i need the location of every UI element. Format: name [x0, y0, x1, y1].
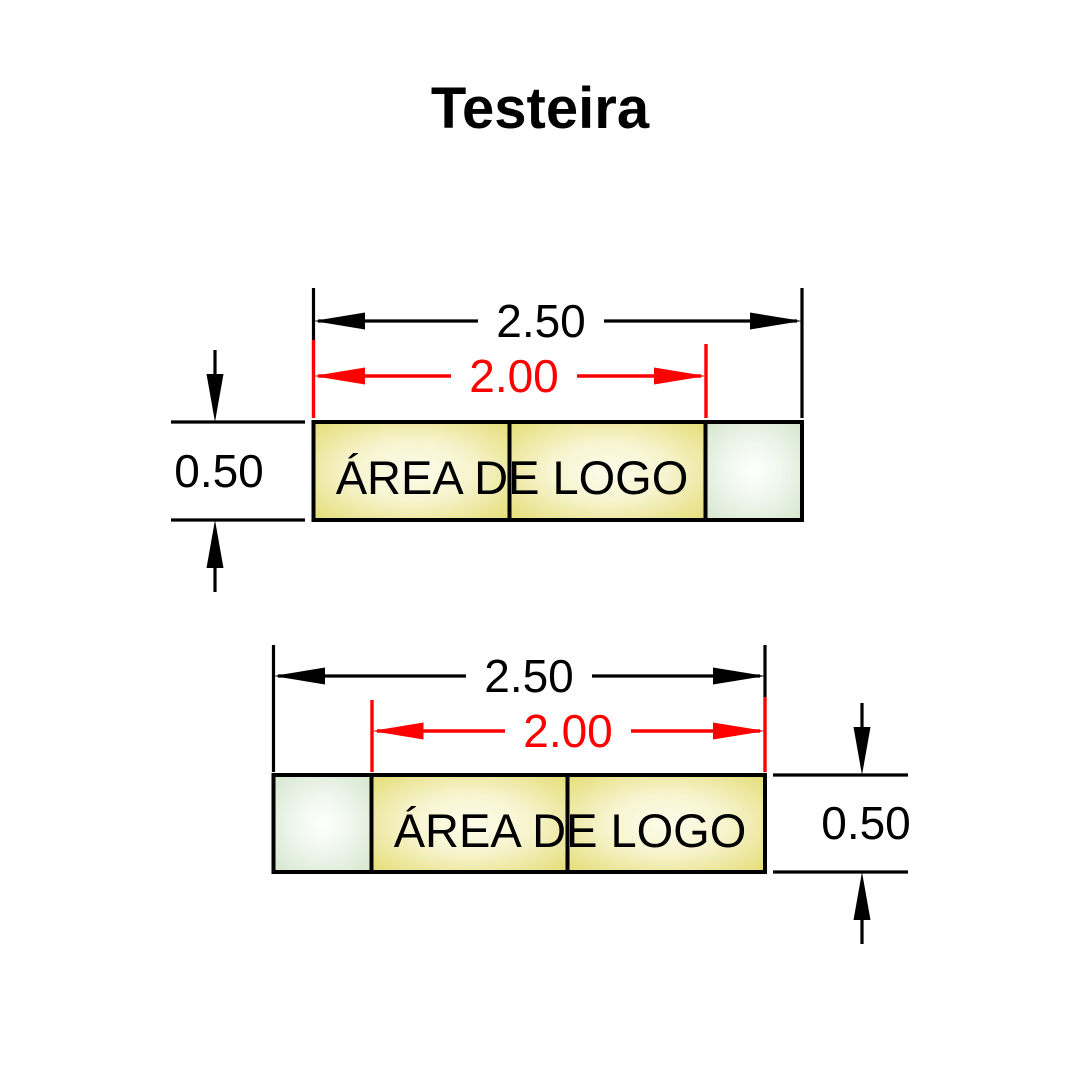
lower-dim-height: 0.50	[773, 703, 911, 944]
upper-dim-250-arrow-right	[750, 312, 802, 330]
upper-dim-200-arrow-right	[654, 367, 706, 385]
upper-segment-logo-2	[509, 422, 706, 520]
lower-part-body: ÁREA DE LOGO	[271, 773, 767, 874]
page-title: Testeira	[431, 76, 650, 141]
lower-dim-logo-width: 2.00	[372, 705, 765, 757]
lower-segment-blank	[273, 775, 372, 872]
lower-logo-area-label: ÁREA DE LOGO	[394, 804, 747, 857]
upper-dim-logo-width: 2.00	[313, 350, 706, 402]
lower-dim-200-arrow-right	[713, 722, 765, 740]
upper-height-arrow-top	[206, 374, 224, 422]
lower-dim-200-label: 2.00	[523, 705, 613, 757]
lower-view: 2.50 2.00 0.50	[271, 645, 911, 944]
upper-height-label: 0.50	[174, 445, 264, 497]
lower-dim-200-arrow-left	[372, 722, 424, 740]
lower-dim-250-arrow-left	[273, 667, 325, 685]
upper-segment-logo-1	[313, 422, 510, 520]
upper-dim-200-label: 2.00	[469, 350, 559, 402]
upper-view: 2.50 2.00 0.50	[171, 288, 804, 592]
lower-height-arrow-bottom	[853, 872, 871, 920]
upper-part-outline	[311, 420, 804, 522]
lower-part-outline	[271, 773, 767, 874]
upper-dim-200-arrow-left	[313, 367, 365, 385]
upper-dim-250-arrow-left	[313, 312, 365, 330]
upper-part-body: ÁREA DE LOGO	[311, 420, 804, 522]
lower-height-label: 0.50	[821, 797, 911, 849]
lower-segment-logo-2	[567, 775, 765, 872]
lower-dim-250-arrow-right	[713, 667, 765, 685]
upper-segment-blank	[705, 422, 802, 520]
lower-dim-250-label: 2.50	[484, 650, 574, 702]
lower-dim-overall-width: 2.50	[273, 650, 765, 702]
upper-dim-overall-width: 2.50	[313, 295, 802, 347]
upper-height-arrow-bottom	[206, 520, 224, 568]
upper-dim-height: 0.50	[171, 350, 305, 592]
upper-logo-area-label: ÁREA DE LOGO	[336, 451, 689, 504]
lower-segment-logo-1	[371, 775, 568, 872]
lower-height-arrow-top	[853, 727, 871, 775]
upper-dim-250-label: 2.50	[496, 295, 586, 347]
